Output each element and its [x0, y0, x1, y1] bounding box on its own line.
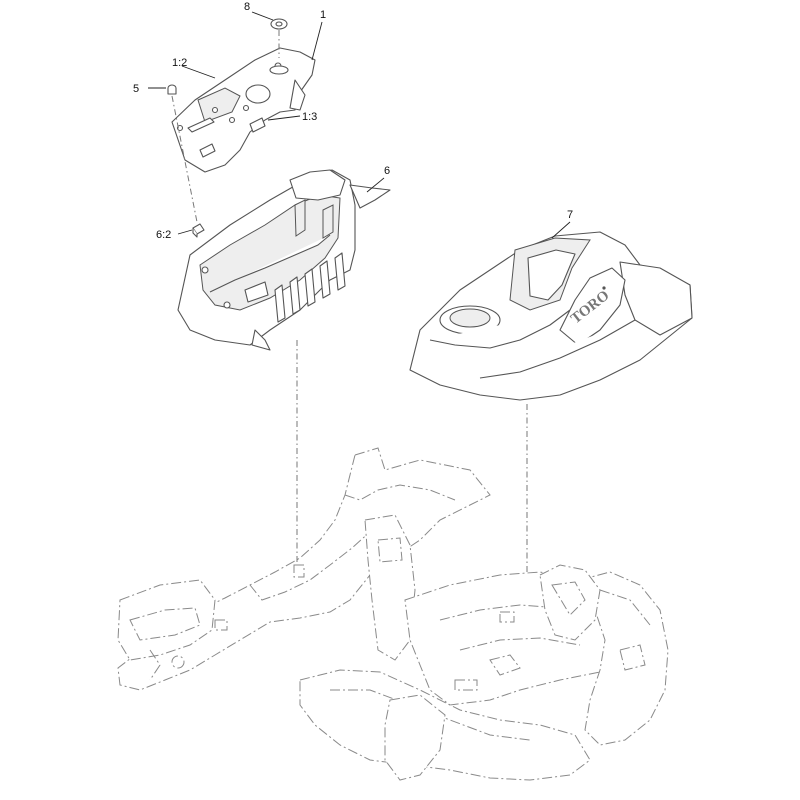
callout-6-2: 6:2	[156, 229, 171, 241]
vent-grille	[274, 252, 346, 323]
callout-5: 5	[133, 83, 139, 95]
control-panel-1	[171, 47, 316, 173]
panel-decal	[197, 87, 241, 123]
key-switch	[245, 84, 271, 104]
panel-cutout	[249, 117, 266, 133]
callout-7: 7	[567, 209, 573, 221]
callout-1-3: 1:3	[302, 111, 317, 123]
frame-slot	[293, 564, 305, 578]
callout-labels: 8 1 1:2 1:3 5 6 6:2 7	[133, 1, 573, 241]
chassis-frame	[117, 447, 669, 781]
callout-1: 1	[320, 9, 326, 21]
callout-6: 6	[384, 165, 390, 177]
assembly-lines	[171, 30, 528, 575]
console-cover-7: TORO	[409, 231, 693, 401]
logo-dot-icon	[602, 286, 606, 290]
screw-5	[167, 84, 177, 95]
callout-1-2: 1:2	[172, 57, 187, 69]
washer-8	[270, 18, 288, 30]
callout-8: 8	[244, 1, 250, 13]
leader-lines	[148, 11, 571, 239]
console-tray-6	[177, 169, 391, 351]
clip-nut-6-2	[192, 223, 205, 238]
